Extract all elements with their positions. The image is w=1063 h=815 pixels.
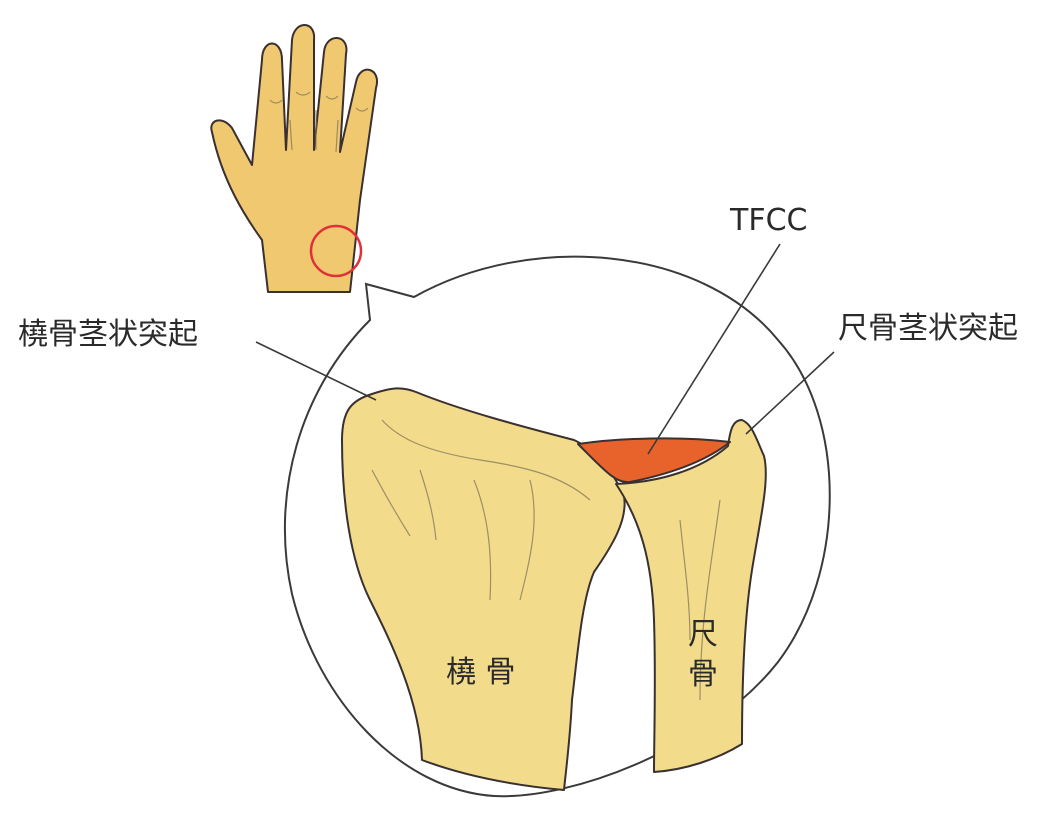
radius-label: 橈 骨 (446, 655, 516, 690)
ulna-bone (615, 419, 767, 773)
circle-marker-icon (309, 224, 363, 278)
radius-bone (341, 387, 626, 791)
ulna-label-bottom: 骨 (688, 657, 718, 692)
radial-styloid-leader-line (255, 341, 377, 401)
ulnar-styloid-label: 尺骨茎状突起 (838, 311, 1018, 346)
ulnar-styloid-leader-line (745, 351, 835, 435)
radial-styloid-label: 橈骨茎状突起 (18, 317, 198, 352)
hand-icon (210, 24, 379, 293)
tfcc-label: TFCC (729, 203, 807, 238)
tfcc-leader-line (647, 243, 781, 455)
ulna-label-top: 尺 (688, 617, 718, 652)
tfcc-region (577, 437, 731, 484)
